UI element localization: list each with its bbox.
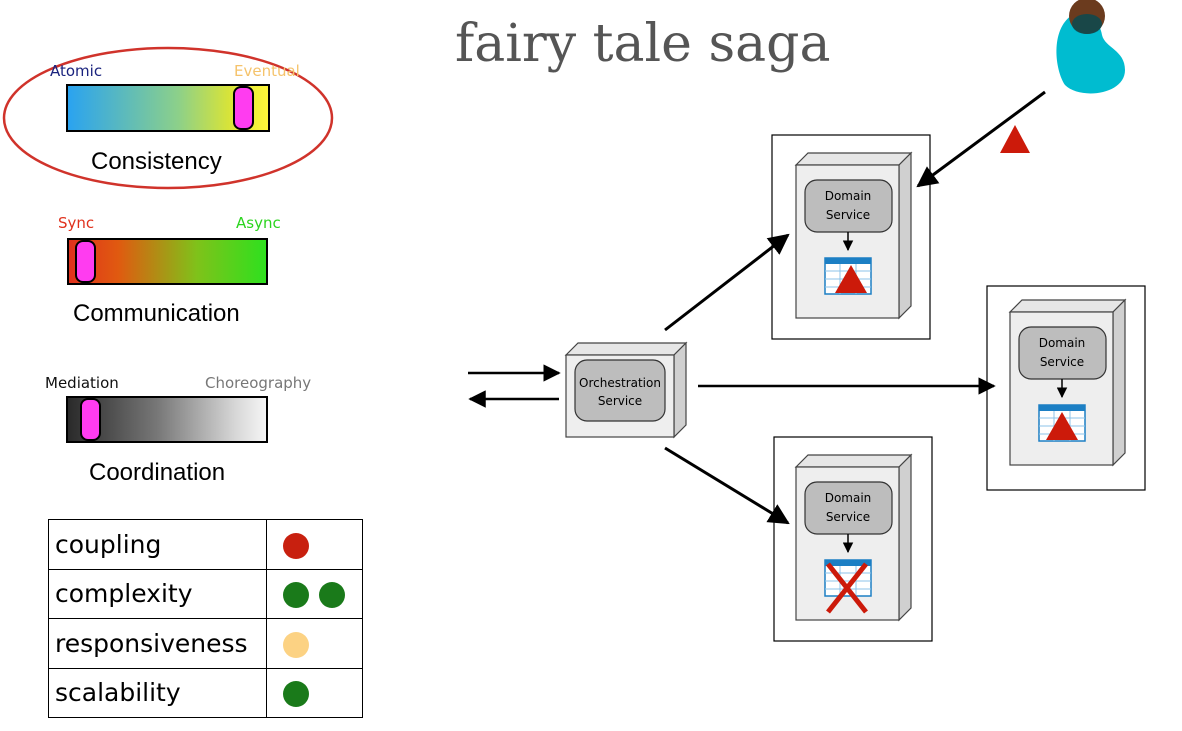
consistency-caption: Consistency [91, 148, 222, 175]
failed-x-icon [826, 562, 868, 614]
warning-triangle-icon [1046, 412, 1078, 440]
metric-name: complexity [48, 568, 267, 619]
rating-dot [283, 681, 309, 708]
call-arrow-bottom [664, 446, 790, 525]
fairy-arrow [916, 90, 1046, 188]
metric-name: scalability [48, 667, 267, 718]
service-label-line1: Domain [825, 491, 872, 505]
coordination-caption: Coordination [89, 459, 226, 486]
metric-name: responsiveness [48, 618, 267, 669]
call-arrow-top [664, 233, 790, 332]
communication-level-indicator [75, 240, 96, 283]
coordination-level-indicator [80, 398, 101, 441]
warning-triangle-icon [835, 265, 867, 293]
metric-rating [266, 618, 363, 669]
consistency-left-label: Atomic [50, 62, 103, 80]
domain-service-top: Domain Service [771, 134, 931, 340]
coordination-right-label: Choreography [205, 374, 312, 392]
communication-bar [67, 238, 268, 285]
service-label-line1: Domain [1039, 336, 1086, 350]
communication-left-label: Sync [58, 214, 95, 232]
communication-caption: Communication [73, 300, 240, 327]
rating-dot [283, 532, 309, 559]
rating-dot [319, 582, 345, 609]
orchestration-service: Orchestration Service [564, 341, 688, 439]
orchestrator-label-line2: Service [598, 394, 642, 408]
consistency-level-indicator [233, 86, 254, 130]
metric-rating [266, 667, 363, 718]
rating-dot [283, 631, 309, 658]
table-row: coupling [48, 519, 363, 570]
tradeoff-table: coupling complexity responsiveness scala… [48, 519, 363, 718]
consistency-highlight-ellipse [2, 46, 334, 190]
service-label-line2: Service [826, 510, 870, 524]
rating-dot [283, 582, 309, 609]
domain-service-bottom: Domain Service [773, 436, 933, 642]
service-label-line2: Service [826, 208, 870, 222]
metric-name: coupling [48, 519, 267, 570]
service-label-line1: Domain [825, 189, 872, 203]
warning-triangle-icon [1000, 125, 1030, 153]
metric-rating [266, 519, 363, 570]
orchestrator-label-line1: Orchestration [579, 376, 661, 390]
coordination-left-label: Mediation [45, 374, 119, 392]
service-label-line2: Service [1040, 355, 1084, 369]
communication-right-label: Async [236, 214, 281, 232]
table-row: responsiveness [48, 618, 363, 669]
fairy-figure [1056, 0, 1125, 94]
page-title: fairy tale saga [455, 14, 831, 74]
domain-service-middle: Domain Service [986, 285, 1146, 491]
table-row: scalability [48, 667, 363, 718]
consistency-right-label: Eventual [234, 62, 300, 80]
table-row: complexity [48, 568, 363, 619]
